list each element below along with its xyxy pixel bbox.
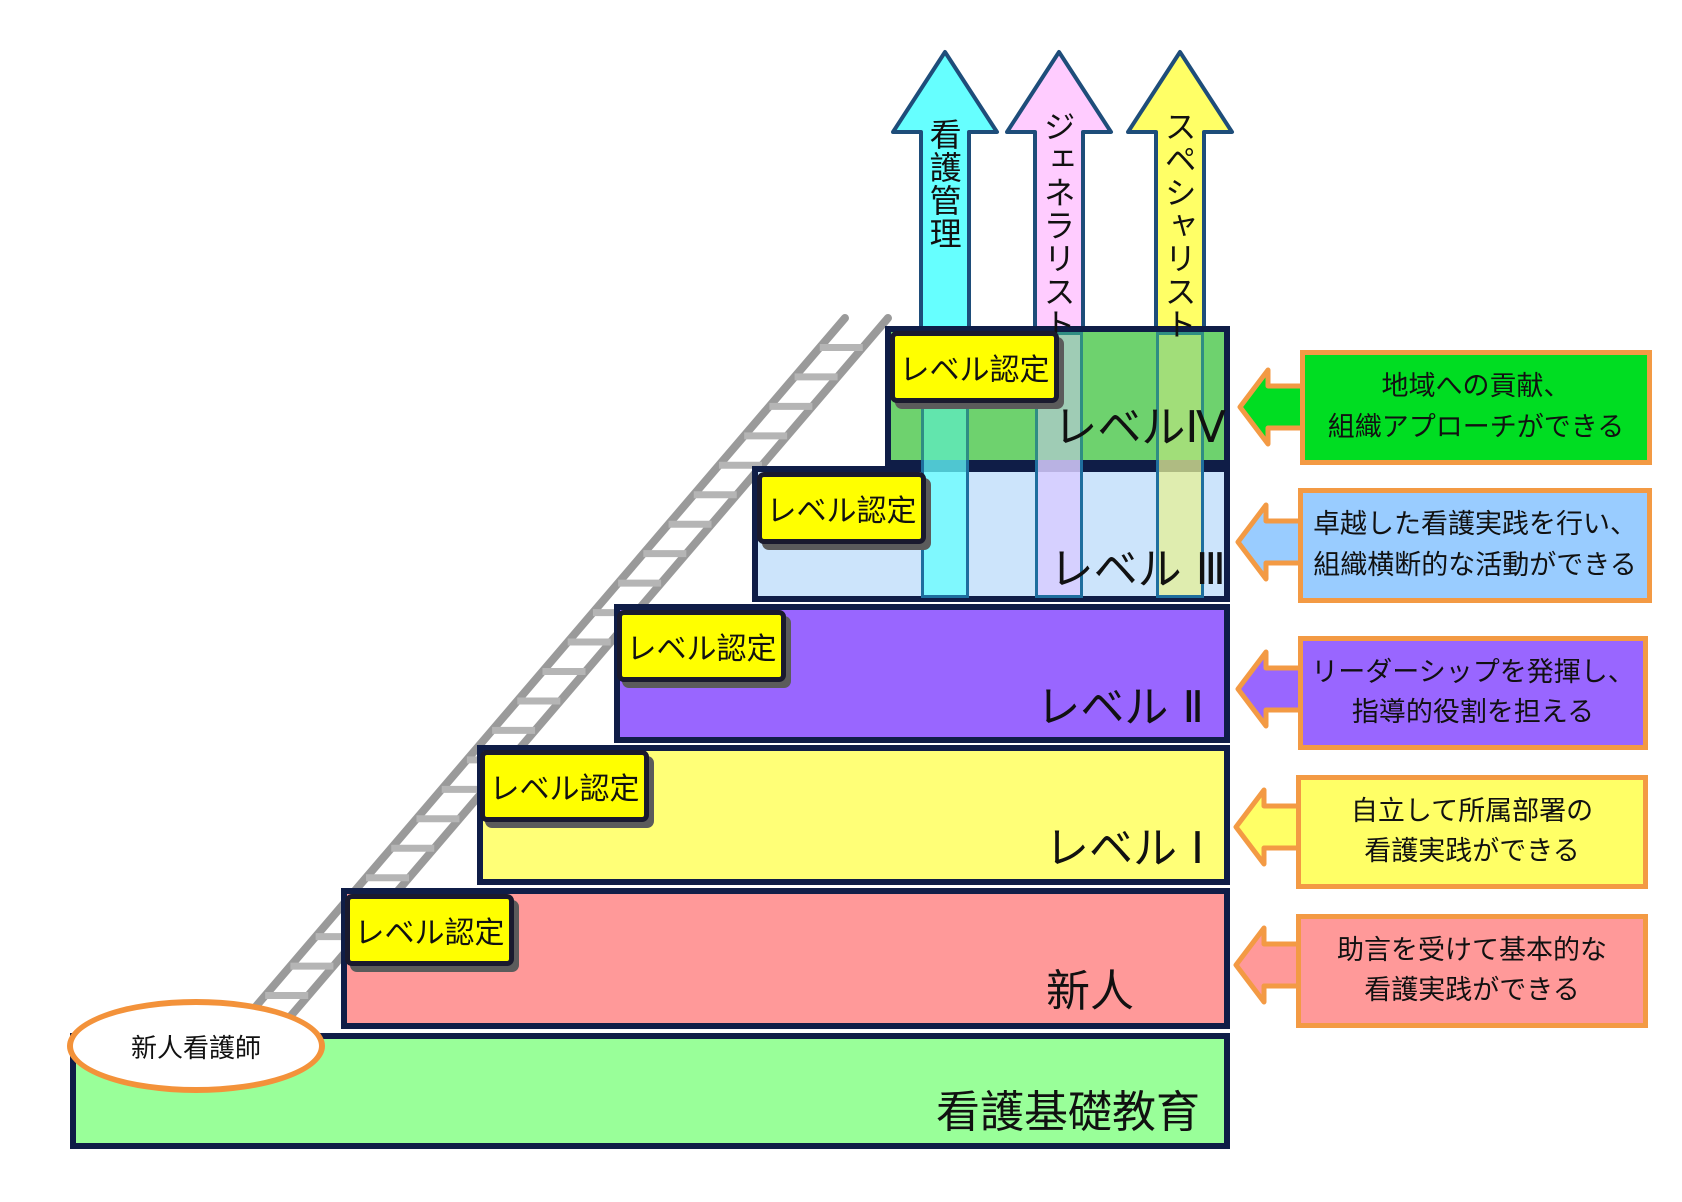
description-level-3-line-1: 卓越した看護実践を行い、 (1313, 509, 1637, 540)
certification-badge-level-2: レベル認定 (617, 610, 786, 682)
description-level-4-line-1: 地域への貢献、 (1381, 371, 1571, 402)
arrow-generalist-shape (1005, 50, 1113, 332)
description-shinjin-line-2: 看護実践ができる (1364, 975, 1580, 1006)
description-level-3: 卓越した看護実践を行い、 組織横断的な活動ができる (1298, 488, 1652, 603)
new-nurse-ellipse: 新人看護師 (67, 999, 325, 1093)
description-level-1-line-2: 看護実践ができる (1364, 836, 1580, 867)
certification-badge-level-1: レベル認定 (480, 750, 649, 822)
arrow-management-shape (891, 50, 999, 332)
description-level-2-line-2: 指導的役割を担える (1351, 697, 1595, 728)
base-label: 看護基礎教育 (936, 1087, 1200, 1138)
arrow-generalist-label: ジェネラリスト (1038, 110, 1077, 341)
certification-badge-level-4: レベル認定 (890, 331, 1059, 403)
description-shinjin-line-1: 助言を受けて基本的な (1337, 934, 1607, 966)
desc-arrow-level-4 (1237, 367, 1306, 447)
description-level-2: リーダーシップを発揮し、 指導的役割を担える (1298, 636, 1648, 750)
step-level-3-label: レベル Ⅲ (1049, 544, 1226, 595)
description-level-4-line-2: 組織アプローチができる (1327, 411, 1625, 443)
step-shinjin-label: 新人 (1046, 966, 1134, 1017)
arrow-specialist-label: スペシャリスト (1159, 110, 1198, 341)
description-level-1-line-1: 自立して所属部署の (1350, 795, 1594, 827)
description-level-4: 地域への貢献、 組織アプローチができる (1300, 350, 1652, 465)
desc-arrow-level-2 (1235, 649, 1304, 729)
step-level-2-label: レベル Ⅱ (1036, 682, 1204, 733)
description-level-1: 自立して所属部署の 看護実践ができる (1296, 775, 1648, 889)
certification-badge-shinjin: レベル認定 (345, 894, 514, 966)
desc-arrow-shinjin (1233, 925, 1302, 1005)
description-shinjin: 助言を受けて基本的な 看護実践ができる (1296, 914, 1648, 1028)
description-level-2-line-1: リーダーシップを発揮し、 (1311, 656, 1635, 688)
desc-arrow-level-3 (1235, 502, 1304, 582)
column-specialist (1156, 332, 1204, 598)
arrow-specialist-shape (1126, 50, 1234, 332)
step-level-4-label: レベルⅣ (1053, 402, 1226, 453)
arrow-management-label: 看護管理 (924, 118, 963, 250)
description-level-3-line-2: 組織横断的な活動ができる (1313, 549, 1637, 581)
step-level-1-label: レベル Ⅰ (1045, 823, 1204, 874)
desc-arrow-level-1 (1233, 787, 1302, 867)
certification-badge-level-3: レベル認定 (757, 472, 926, 544)
